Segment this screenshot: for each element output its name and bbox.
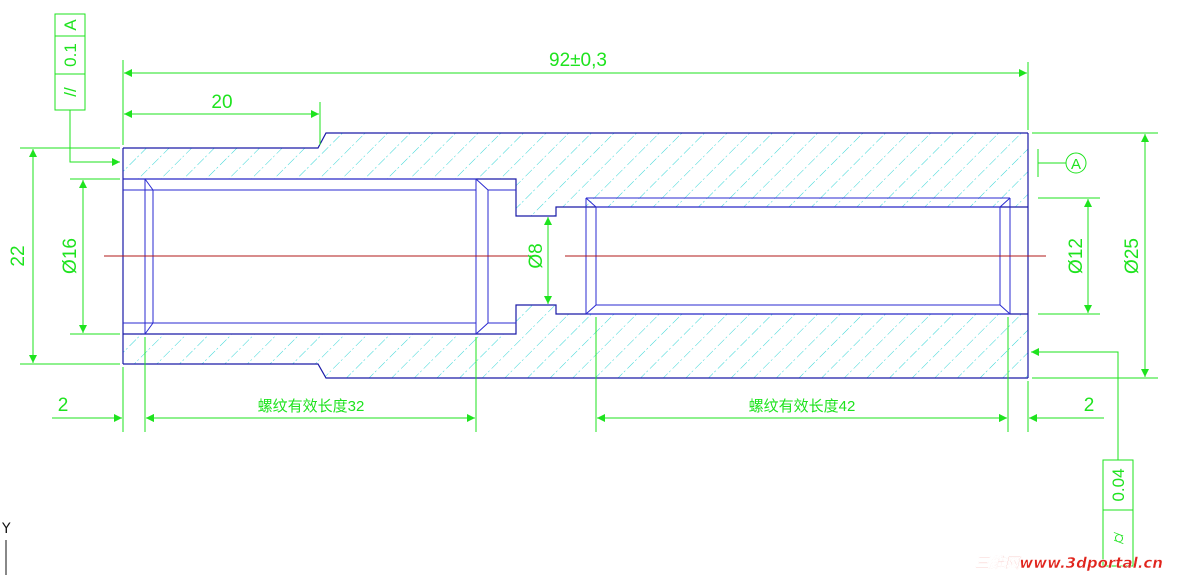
datum-symbol: [1037, 149, 1087, 177]
cylindricity-symbol: ⌭: [1109, 531, 1128, 544]
ucs-axis-label: Y: [1, 521, 11, 537]
dim-right-chamfer: 2: [1084, 395, 1095, 416]
cylindricity-leader: [1031, 348, 1119, 460]
outer-lower-edge: [123, 363, 1028, 379]
parallelism-leader: [69, 110, 120, 166]
dimension-lines: [20, 60, 1158, 432]
dim-left-chamfer: 2: [58, 395, 69, 416]
cylindricity-value: 0.04: [1109, 468, 1128, 501]
dim-right-bore: Ø12: [1066, 238, 1087, 274]
dim-thread-left: 螺纹有效长度32: [258, 398, 365, 415]
parallelism-frame: [54, 13, 120, 166]
parallelism-symbol: //: [61, 87, 80, 97]
right-thread: [585, 197, 1011, 315]
outer-upper-edge: [123, 132, 1028, 149]
datum-label: A: [1071, 156, 1081, 173]
cylindricity-frame: [1031, 348, 1134, 567]
dim-center-hole: Ø8: [526, 243, 547, 268]
dim-outer-diameter: Ø25: [1122, 238, 1143, 274]
parallelism-datum: A: [61, 19, 80, 31]
dim-left-bore: Ø16: [60, 238, 81, 274]
dim-overall-length: 92±0,3: [549, 50, 607, 71]
section-hatch: [123, 133, 1028, 378]
parallelism-value: 0.1: [61, 43, 80, 67]
watermark: 三维网www.3dportal.cn: [974, 554, 1163, 572]
dim-left-step: 20: [211, 92, 232, 113]
dim-thread-right: 螺纹有效长度42: [749, 398, 856, 415]
dim-left-height: 22: [8, 245, 29, 266]
